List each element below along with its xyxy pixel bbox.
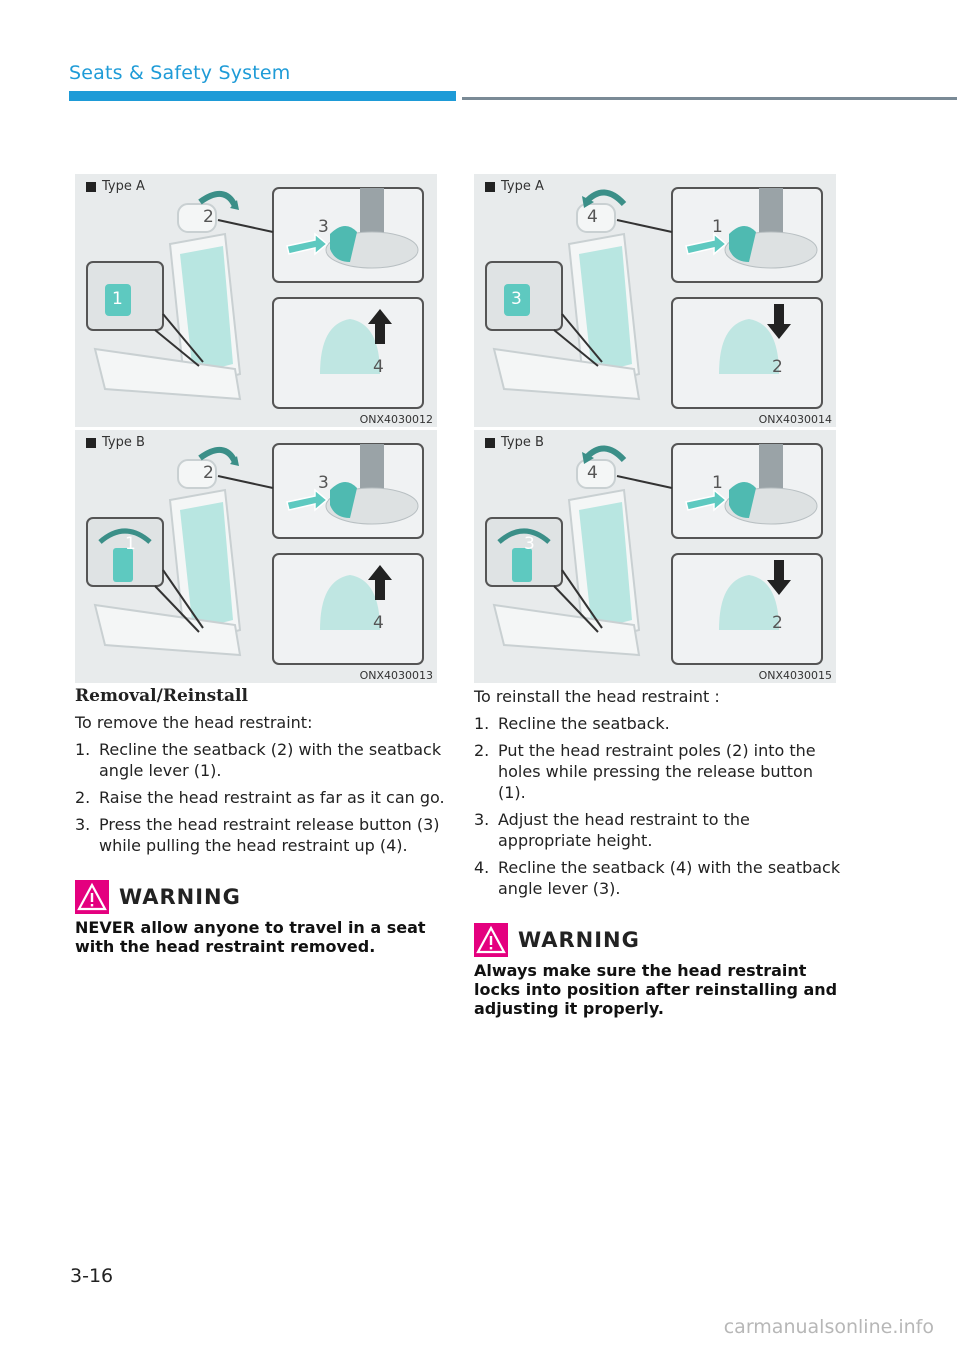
square-bullet-icon — [485, 437, 495, 448]
list-item: 3.Press the head restraint release butto… — [75, 815, 440, 855]
warning-text: Always make sure the head restraint lock… — [474, 961, 838, 1018]
figure-type-label: Type B — [485, 435, 544, 450]
section-title: Seats & Safety System — [69, 62, 291, 84]
figure-code: ONX4030014 — [758, 413, 832, 426]
list-item: 1.Recline the seatback (2) with the seat… — [75, 740, 442, 780]
callout-number: 1 — [712, 473, 723, 493]
callout-number: 3 — [511, 289, 522, 309]
square-bullet-icon — [86, 437, 96, 448]
callout-number: 4 — [587, 207, 598, 227]
figure-removal-type-b: Type B 2 3 1 4 ONX4030013 — [75, 430, 437, 683]
seat-illustration — [86, 187, 424, 409]
watermark: carmanualsonline.info — [723, 1316, 934, 1338]
warning-triangle-icon — [474, 923, 508, 957]
callout-number: 1 — [112, 289, 123, 309]
removal-section: Removal/Reinstall To remove the head res… — [75, 686, 445, 956]
seat-illustration — [86, 443, 424, 665]
reinstall-section: To reinstall the head restraint : 1.Recl… — [474, 686, 844, 1018]
list-item: 3.Adjust the head restraint to the appro… — [474, 810, 750, 850]
square-bullet-icon — [86, 181, 96, 192]
figure-code: ONX4030013 — [359, 669, 433, 682]
square-bullet-icon — [485, 181, 495, 192]
figure-reinstall-type-b: Type B 4 1 3 2 ONX4030015 — [474, 430, 836, 683]
header-rule-gray — [462, 97, 957, 100]
figure-type-label: Type A — [485, 179, 544, 194]
callout-number: 4 — [587, 463, 598, 483]
list-item: 2.Put the head restraint poles (2) into … — [474, 741, 816, 802]
removal-intro: To remove the head restraint: — [75, 713, 313, 732]
removal-steps: 1.Recline the seatback (2) with the seat… — [75, 739, 445, 856]
callout-number: 2 — [772, 357, 783, 377]
figure-code: ONX4030015 — [758, 669, 832, 682]
reinstall-steps: 1.Recline the seatback. 2.Put the head r… — [474, 713, 844, 899]
warning-header: WARNING — [474, 923, 844, 957]
figure-type-label: Type A — [86, 179, 145, 194]
callout-number: 4 — [373, 613, 384, 633]
header-rule-blue — [69, 91, 456, 101]
seat-illustration — [485, 187, 823, 409]
callout-number: 2 — [203, 463, 214, 483]
list-item: 4.Recline the seatback (4) with the seat… — [474, 858, 841, 898]
callout-number: 3 — [318, 217, 329, 237]
page-number: 3-16 — [70, 1265, 114, 1287]
figure-type-label: Type B — [86, 435, 145, 450]
callout-number: 2 — [203, 207, 214, 227]
callout-number: 4 — [373, 357, 384, 377]
reinstall-intro: To reinstall the head restraint : — [474, 687, 720, 706]
callout-number: 3 — [524, 534, 535, 554]
figure-code: ONX4030012 — [359, 413, 433, 426]
figure-removal-type-a: Type A 2 3 1 4 ONX4030012 — [75, 174, 437, 427]
list-item: 2.Raise the head restraint as far as it … — [75, 788, 445, 807]
warning-triangle-icon — [75, 880, 109, 914]
callout-number: 3 — [318, 473, 329, 493]
callout-number: 1 — [125, 534, 136, 554]
callout-number: 2 — [772, 613, 783, 633]
warning-text: NEVER allow anyone to travel in a seat w… — [75, 918, 426, 956]
warning-title: WARNING — [119, 885, 241, 909]
seat-illustration — [485, 443, 823, 665]
warning-header: WARNING — [75, 880, 445, 914]
figure-reinstall-type-a: Type A 4 1 3 2 ONX4030014 — [474, 174, 836, 427]
section-heading: Removal/Reinstall — [75, 686, 248, 706]
warning-title: WARNING — [518, 928, 640, 952]
callout-number: 1 — [712, 217, 723, 237]
list-item: 1.Recline the seatback. — [474, 714, 670, 733]
